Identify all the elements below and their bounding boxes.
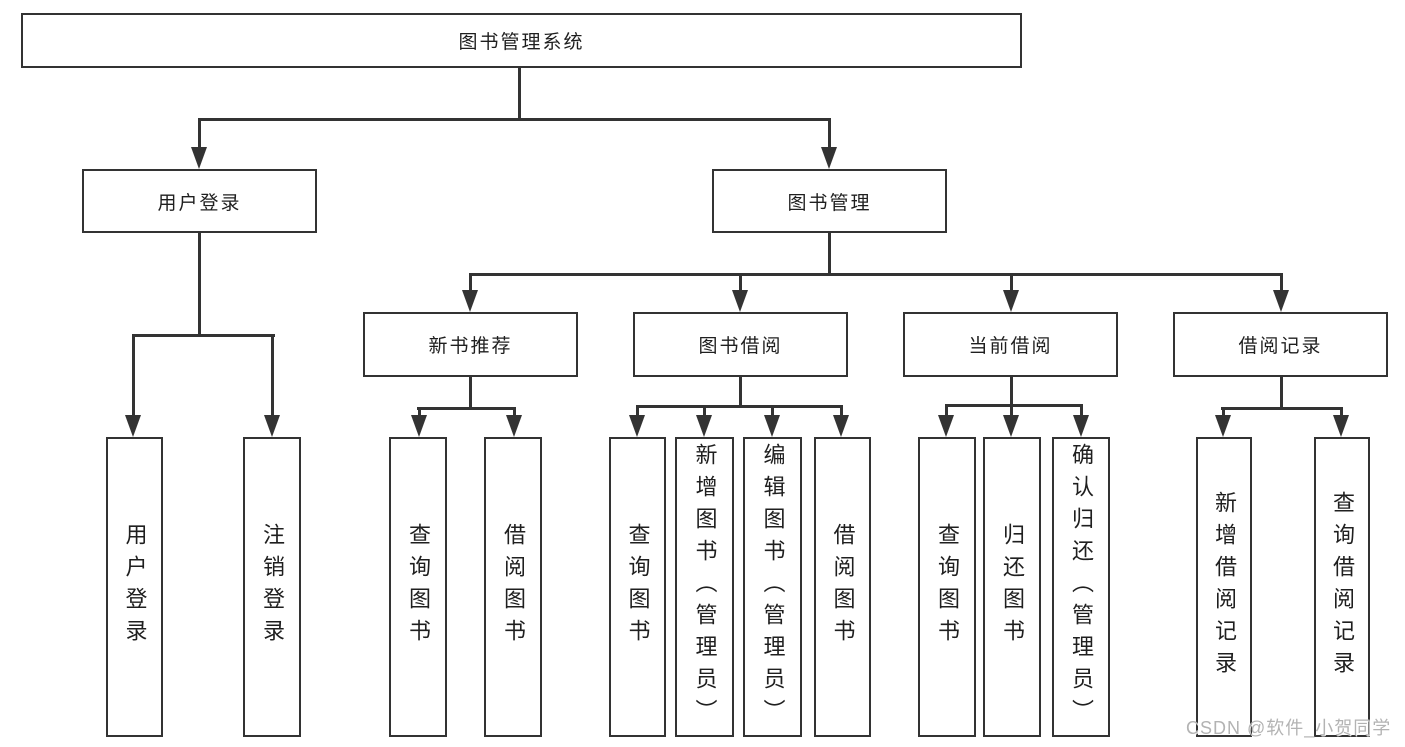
node-label: 查询借阅记录 (1330, 491, 1355, 683)
connector-line (1010, 377, 1013, 407)
node-book-management: 图书管理 (712, 169, 947, 233)
node-label: 用户登录 (157, 192, 242, 214)
connector-line (1222, 407, 1225, 419)
node-leaf-query-books-current: 查询图书 (918, 437, 976, 737)
arrowhead-icon (506, 415, 522, 437)
node-label: 编辑图书（管理员） (760, 443, 786, 731)
csdn-watermark: CSDN @软件_小贺同学 (1186, 718, 1392, 738)
connector-line (1010, 404, 1013, 419)
connector-line (1010, 273, 1013, 295)
node-label: 新增图书（管理员） (692, 443, 718, 731)
node-label: 借阅图书 (830, 523, 856, 651)
connector-line (945, 404, 1083, 407)
connector-line (132, 334, 135, 419)
arrowhead-icon (125, 415, 141, 437)
arrowhead-icon (1215, 415, 1231, 437)
arrowhead-icon (191, 147, 207, 169)
node-label: 查询图书 (935, 523, 960, 651)
node-label: 新书推荐 (428, 336, 513, 357)
connector-line (469, 273, 1283, 276)
node-leaf-borrow-books-borrow: 借阅图书 (814, 437, 871, 737)
connector-line (703, 405, 706, 419)
node-label: 注销登录 (260, 523, 285, 651)
connector-line (636, 405, 843, 408)
connector-line (1221, 407, 1343, 410)
connector-line (418, 407, 421, 419)
node-label: 图书管理 (787, 192, 872, 214)
arrowhead-icon (1273, 290, 1289, 312)
arrowhead-icon (938, 415, 954, 437)
node-label: 借阅图书 (501, 523, 526, 651)
node-leaf-logout: 注销登录 (243, 437, 301, 737)
arrowhead-icon (1073, 415, 1089, 437)
node-leaf-borrow-books-recommend: 借阅图书 (484, 437, 542, 737)
connector-line (1080, 404, 1083, 419)
node-label: 确认归还（管理员） (1069, 443, 1094, 731)
connector-line (945, 404, 948, 419)
node-leaf-query-borrow-record: 查询借阅记录 (1314, 437, 1370, 737)
connector-line (417, 407, 516, 410)
connector-line (198, 118, 831, 121)
node-label: 用户登录 (122, 523, 148, 651)
connector-line (1340, 407, 1343, 419)
connector-line (1280, 377, 1283, 410)
arrowhead-icon (1003, 290, 1019, 312)
arrowhead-icon (1333, 415, 1349, 437)
node-borrowing-records: 借阅记录 (1173, 312, 1388, 377)
connector-line (840, 405, 843, 419)
node-label: 查询图书 (625, 523, 651, 651)
connector-line (828, 118, 831, 152)
node-leaf-user-login: 用户登录 (106, 437, 163, 737)
arrowhead-icon (732, 290, 748, 312)
connector-line (198, 118, 201, 152)
arrowhead-icon (629, 415, 645, 437)
connector-line (771, 405, 774, 419)
node-system-root: 图书管理系统 (21, 13, 1022, 68)
arrowhead-icon (462, 290, 478, 312)
connector-line (513, 407, 516, 419)
connector-line (271, 334, 274, 419)
connector-line (469, 377, 472, 410)
node-current-borrowing: 当前借阅 (903, 312, 1118, 377)
arrowhead-icon (821, 147, 837, 169)
arrowhead-icon (764, 415, 780, 437)
connector-line (1280, 273, 1283, 295)
node-label: 借阅记录 (1238, 336, 1323, 357)
arrowhead-icon (833, 415, 849, 437)
connector-line (636, 405, 639, 419)
node-leaf-add-book-admin: 新增图书（管理员） (675, 437, 734, 737)
node-label: 图书管理系统 (458, 32, 585, 53)
arrowhead-icon (264, 415, 280, 437)
arrowhead-icon (696, 415, 712, 437)
node-book-borrowing: 图书借阅 (633, 312, 848, 377)
connector-line (469, 273, 472, 295)
node-label: 归还图书 (1000, 523, 1025, 651)
node-label: 当前借阅 (968, 336, 1053, 357)
connector-line (739, 377, 742, 408)
node-new-book-recommendation: 新书推荐 (363, 312, 578, 377)
arrowhead-icon (411, 415, 427, 437)
arrowhead-icon (1003, 415, 1019, 437)
connector-line (739, 273, 742, 295)
node-label: 新增借阅记录 (1212, 491, 1237, 683)
node-label: 图书借阅 (698, 336, 783, 357)
connector-line (828, 233, 831, 276)
node-leaf-confirm-return-admin: 确认归还（管理员） (1052, 437, 1110, 737)
node-leaf-return-books: 归还图书 (983, 437, 1041, 737)
connector-line (198, 233, 201, 337)
node-leaf-edit-book-admin: 编辑图书（管理员） (743, 437, 802, 737)
connector-line (518, 68, 521, 121)
node-user-login: 用户登录 (82, 169, 317, 233)
node-leaf-query-books-borrow: 查询图书 (609, 437, 666, 737)
node-leaf-query-books-recommend: 查询图书 (389, 437, 447, 737)
node-label: 查询图书 (406, 523, 431, 651)
node-leaf-add-borrow-record: 新增借阅记录 (1196, 437, 1252, 737)
connector-line (132, 334, 275, 337)
